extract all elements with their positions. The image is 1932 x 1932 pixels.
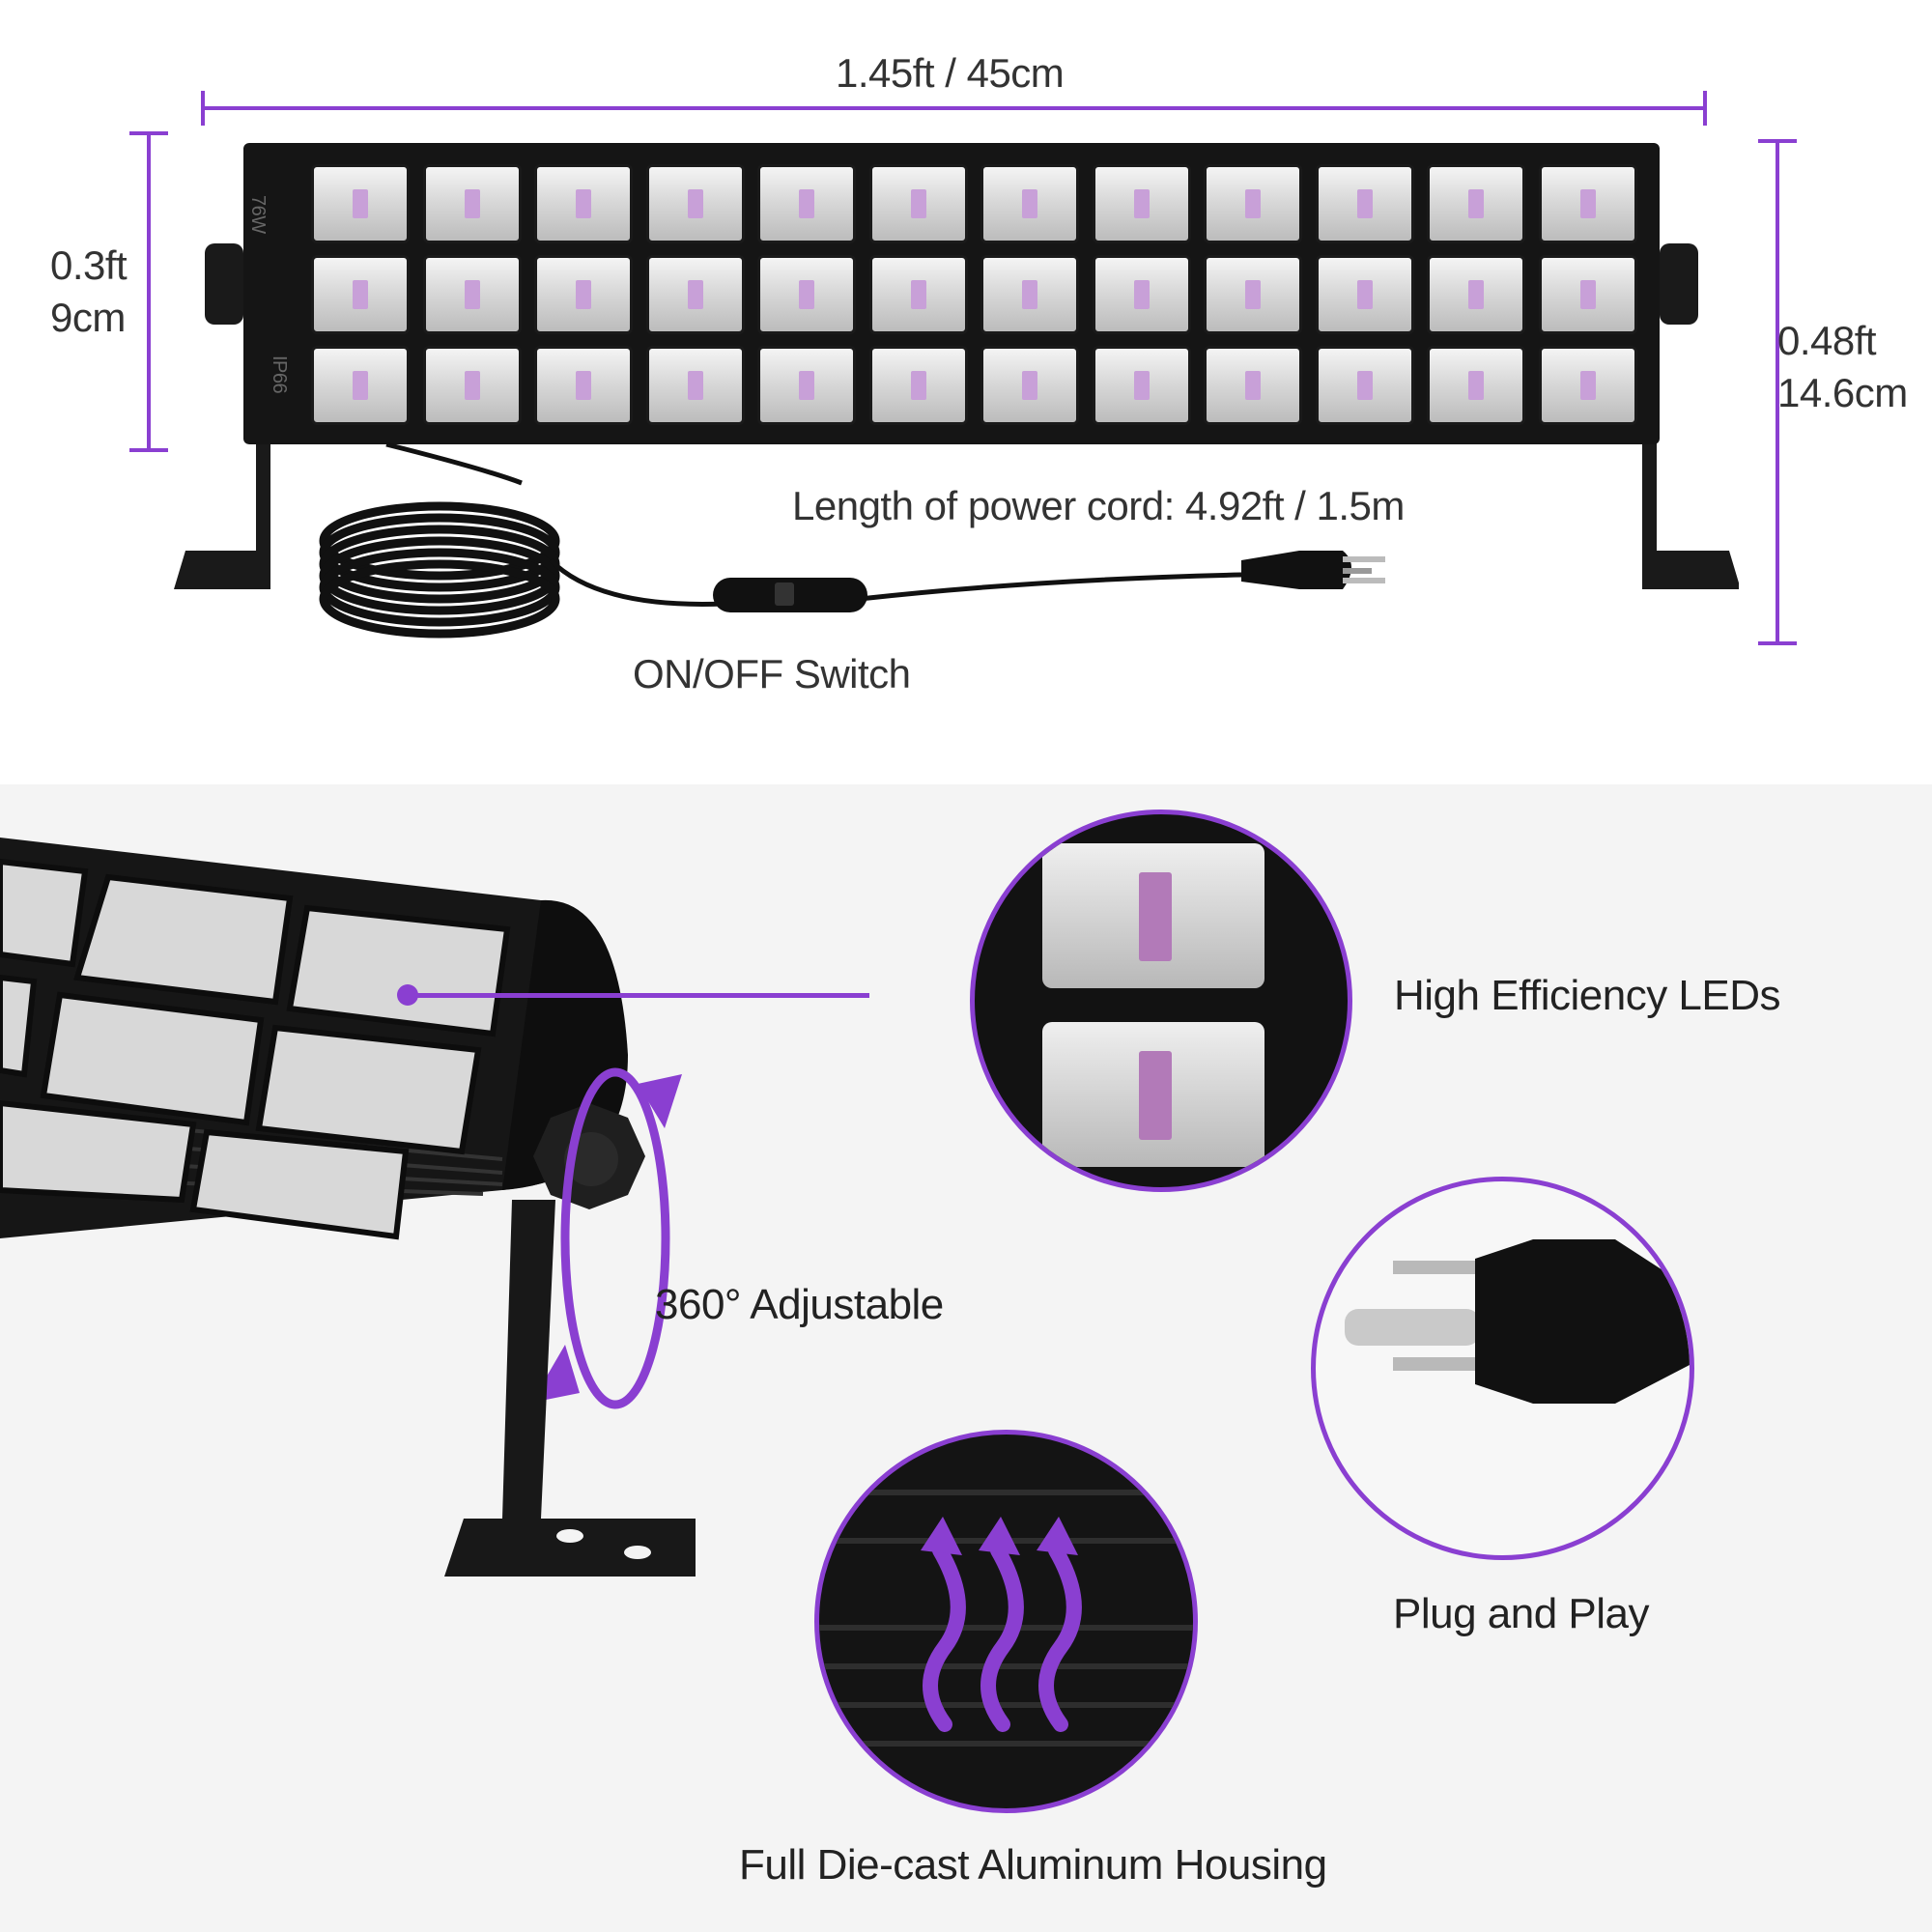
feature-adjustable-label: 360° Adjustable: [655, 1281, 944, 1328]
right-mounting-bracket: [1642, 435, 1739, 589]
feature-housing-label: Full Die-cast Aluminum Housing: [739, 1841, 1327, 1889]
led-cell: [311, 255, 410, 334]
led-cell: [311, 164, 410, 243]
angled-led-panels: [0, 858, 511, 1240]
led-cell: [1538, 164, 1637, 243]
dimension-diagram-panel: 1.45ft / 45cm 0.3ft 9cm 0.48ft 14.6cm: [0, 0, 1932, 784]
led-cell: [534, 346, 633, 425]
led-cell: [757, 255, 856, 334]
led-cell: [645, 164, 745, 243]
depth-dimension-line: [147, 133, 151, 450]
led-cell: [980, 255, 1079, 334]
led-grid: [311, 164, 1644, 439]
led-cell: [1427, 255, 1525, 334]
rating-mark: IP66: [269, 355, 290, 394]
led-cell: [1092, 164, 1191, 243]
led-cell: [645, 346, 745, 425]
led-cell: [1538, 346, 1637, 425]
led-cell: [311, 346, 410, 425]
width-dimension-label: 1.45ft / 45cm: [836, 50, 1065, 96]
height-dimension-tick-bottom: [1758, 641, 1797, 645]
depth-dimension-tick-bottom: [129, 448, 168, 452]
depth-ft: 0.3ft: [50, 242, 128, 288]
led-cell: [1204, 346, 1302, 425]
plug-closeup-circle: [1311, 1177, 1694, 1560]
led-cell: [1427, 164, 1525, 243]
left-mounting-bracket: [174, 435, 270, 589]
feature-leds-label: High Efficiency LEDs: [1394, 972, 1781, 1019]
led-cell: [1315, 346, 1414, 425]
power-cord-label: Length of power cord: 4.92ft / 1.5m: [792, 483, 1405, 528]
led-cell: [868, 346, 968, 425]
led-cell: [868, 164, 968, 243]
rotation-ring: [560, 1067, 670, 1409]
led-chip-top: [1139, 872, 1172, 961]
width-dimension-tick-left: [201, 91, 205, 126]
width-dimension-line: [203, 106, 1705, 110]
led-cell: [1315, 255, 1414, 334]
power-plug: [1241, 551, 1351, 589]
wattage-mark: 76W: [247, 195, 269, 234]
plug-icon: [1345, 1239, 1690, 1404]
depth-dimension-label: 0.3ft 9cm: [50, 240, 128, 344]
led-cell: [868, 255, 968, 334]
led-cell: [980, 346, 1079, 425]
led-cell: [980, 164, 1079, 243]
switch-label: ON/OFF Switch: [633, 651, 911, 696]
height-dimension-label: 0.48ft 14.6cm: [1777, 315, 1908, 419]
led-cell: [757, 346, 856, 425]
led-cell: [1092, 255, 1191, 334]
led-cell: [534, 255, 633, 334]
led-cell: [422, 346, 522, 425]
heat-dissipation-icon: [819, 1490, 1193, 1747]
light-bar-angled-view: [0, 838, 869, 1577]
led-cell: [757, 164, 856, 243]
height-ft: 0.48ft: [1777, 318, 1877, 363]
rotation-arrow-top-icon: [638, 1074, 682, 1128]
led-cell: [534, 164, 633, 243]
power-cord-coil: [319, 501, 560, 639]
power-cord: [385, 441, 1242, 607]
housing-closeup-circle: [814, 1430, 1198, 1813]
height-dimension-tick-top: [1758, 139, 1797, 143]
led-closeup-circle: [970, 810, 1352, 1192]
left-knob: [205, 243, 243, 325]
led-cell: [1538, 255, 1637, 334]
angled-stand: [444, 1200, 696, 1577]
led-cell: [1315, 164, 1414, 243]
depth-dimension-tick-top: [129, 131, 168, 135]
led-cell: [645, 255, 745, 334]
led-cell: [422, 255, 522, 334]
right-knob: [1660, 243, 1698, 325]
feature-plug-label: Plug and Play: [1393, 1590, 1650, 1637]
features-panel: High Efficiency LEDs 360° Adjustable Plu…: [0, 784, 1932, 1932]
height-dimension-line: [1776, 141, 1779, 643]
led-cell: [1204, 164, 1302, 243]
depth-cm: 9cm: [50, 295, 126, 340]
led-cell: [1427, 346, 1525, 425]
height-cm: 14.6cm: [1777, 370, 1908, 415]
width-dimension-tick-right: [1703, 91, 1707, 126]
led-chip-bottom: [1139, 1051, 1172, 1140]
pointer-line: [408, 993, 869, 998]
led-cell: [1092, 346, 1191, 425]
led-cell: [1204, 255, 1302, 334]
led-cell: [422, 164, 522, 243]
